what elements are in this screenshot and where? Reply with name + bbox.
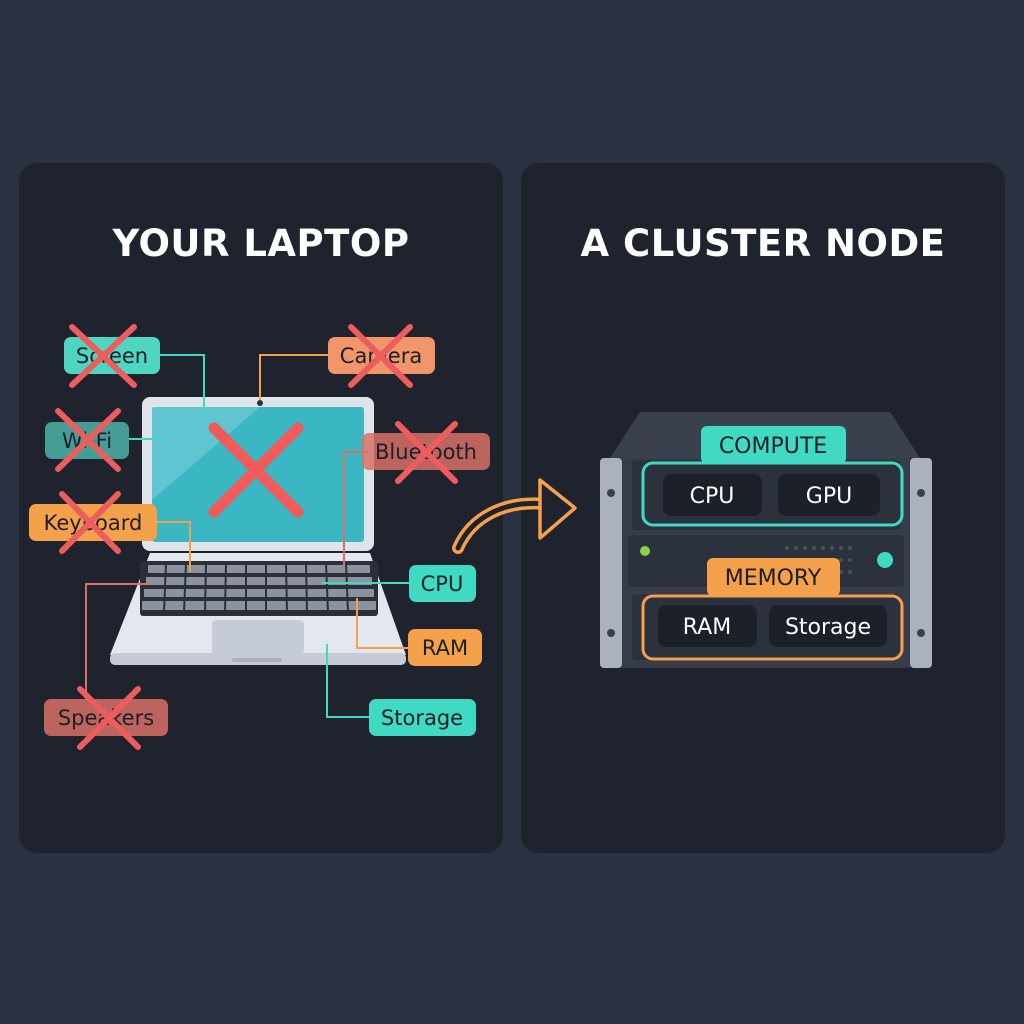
memory-chip-storage: Storage (769, 605, 887, 647)
compute-chip-gpu: GPU (778, 474, 880, 516)
svg-text:RAM: RAM (683, 615, 731, 640)
label-ram: RAM (408, 629, 482, 666)
rack-ear-left (600, 458, 622, 668)
rack-ear-right (910, 458, 932, 668)
rack-screws (607, 489, 925, 637)
cross-speakers-icon (77, 686, 141, 750)
label-storage: Storage (369, 699, 476, 736)
connector-keyboard (157, 521, 191, 572)
screen-cross-icon (208, 422, 304, 518)
svg-text:CPU: CPU (421, 572, 464, 596)
label-cpu: CPU (409, 565, 476, 602)
transition-arrow-icon (452, 478, 577, 554)
connector-screen (160, 354, 205, 418)
cross-keyboard-icon (59, 491, 121, 554)
screen-glare (152, 407, 260, 500)
cross-wifi-icon (55, 408, 121, 472)
cluster-node-panel-title: A CLUSTER NODE (580, 222, 946, 265)
svg-text:Storage: Storage (785, 615, 871, 640)
svg-text:GPU: GPU (806, 484, 852, 509)
connector-bluetooth (343, 451, 368, 566)
laptop-illustration (110, 397, 406, 665)
cross-out-marks (55, 324, 458, 750)
svg-text:CPU: CPU (690, 484, 735, 509)
status-led-icon (877, 552, 893, 568)
laptop-notch (232, 658, 282, 662)
cross-bluetooth-icon (395, 421, 458, 484)
keyboard-key-dividers (163, 562, 349, 613)
svg-text:Storage: Storage (381, 706, 463, 730)
laptop-touchpad (212, 620, 304, 654)
power-led-icon (640, 546, 650, 556)
memory-header: MEMORY (707, 558, 840, 596)
compute-header: COMPUTE (701, 426, 846, 464)
memory-chip-ram: RAM (658, 605, 757, 647)
connector-speakers (85, 583, 150, 700)
svg-text:MEMORY: MEMORY (725, 566, 822, 591)
keyboard-keys (142, 565, 376, 610)
connector-ram (356, 598, 408, 649)
svg-text:COMPUTE: COMPUTE (719, 434, 827, 459)
compute-chip-cpu: CPU (663, 474, 762, 516)
cross-camera-icon (348, 324, 413, 388)
label-screen: Screen (64, 337, 160, 374)
laptop-panel-title: YOUR LAPTOP (112, 222, 410, 265)
laptop-camera-dot (257, 400, 263, 406)
svg-text:RAM: RAM (422, 636, 468, 660)
connector-lines (85, 354, 409, 718)
cross-screen-icon (69, 324, 137, 388)
connector-storage (326, 644, 369, 718)
connector-camera (259, 354, 328, 400)
